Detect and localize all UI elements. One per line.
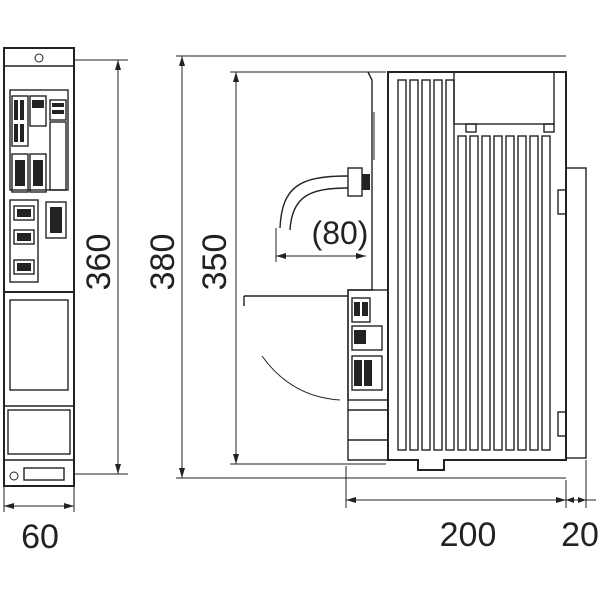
dim-depth: 200: [440, 516, 497, 554]
side-dimensions: 380 350 (80) 200 20: [144, 56, 599, 554]
dim-overall-height: 380: [144, 234, 182, 291]
front-side-profile: [347, 71, 388, 461]
door-swing-arc: [261, 355, 341, 401]
heatsink-body: [387, 71, 567, 471]
cable-bend: [279, 175, 349, 229]
dim-cable-clearance: (80): [312, 215, 369, 251]
connector-cn1: [11, 153, 29, 193]
cooling-fins: [397, 79, 551, 451]
dim-front-height: 360: [80, 234, 118, 291]
front-dimensions: 360 60: [3, 59, 128, 556]
connector-cn2: [29, 153, 47, 193]
small-connector: [45, 201, 67, 239]
front-panel-upper: [9, 89, 69, 191]
cable-connector: [347, 167, 363, 197]
mounting-bracket: [565, 167, 587, 459]
terminal-block: [347, 289, 389, 401]
mounting-hole-top: [34, 53, 44, 63]
dim-side-height: 350: [196, 234, 234, 291]
dim-front-width: 60: [21, 518, 59, 556]
side-view: [176, 55, 587, 479]
front-view: [3, 47, 75, 487]
ground-screw: [9, 471, 19, 481]
status-display: [49, 99, 67, 121]
front-outline: [3, 47, 75, 487]
terminal-cover: [9, 299, 69, 391]
dim-protrusion: 20: [561, 516, 599, 554]
